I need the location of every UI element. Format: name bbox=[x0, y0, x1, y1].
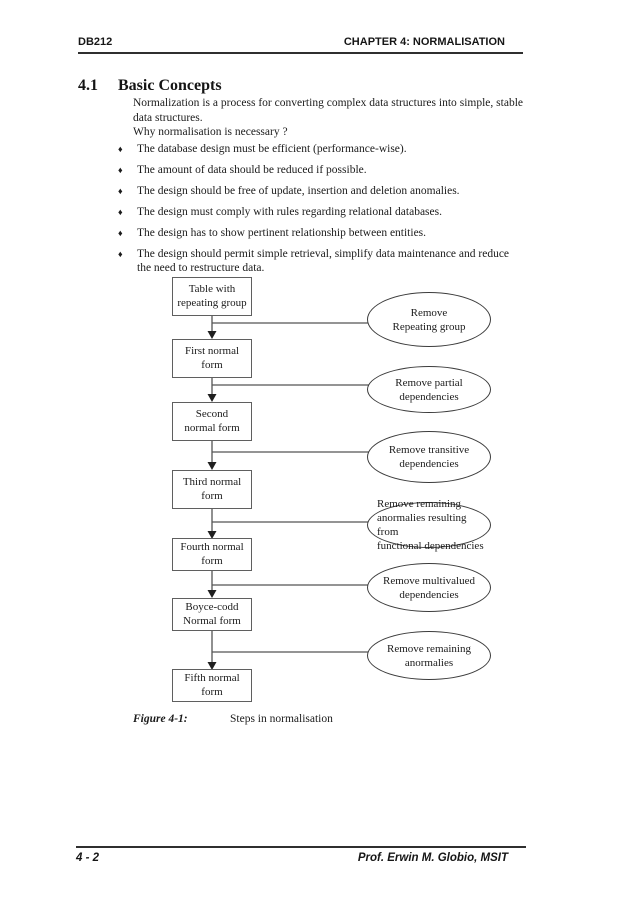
diamond-bullet-icon: ♦ bbox=[118, 185, 123, 196]
bullet-text: The design should be free of update, ins… bbox=[137, 184, 460, 197]
bullet-text: The design should permit simple retrieva… bbox=[137, 247, 510, 275]
bullet-item: ♦ The design should permit simple retrie… bbox=[118, 247, 523, 276]
footer-row: 4 - 2 Prof. Erwin M. Globio, MSIT bbox=[76, 851, 526, 865]
header-row: DB212 CHAPTER 4: NORMALISATION bbox=[78, 36, 523, 49]
diamond-bullet-icon: ♦ bbox=[118, 248, 123, 259]
figure-caption: Figure 4-1: Steps in normalisation bbox=[133, 712, 333, 727]
figure-caption-text: Steps in normalisation bbox=[230, 713, 333, 725]
flowchart-ellipse-remove-remaining-anormalies: Remove remaining anormalies bbox=[367, 631, 491, 680]
flowchart-box-fifth-normal-form: Fifth normal form bbox=[172, 669, 252, 702]
footer-author: Prof. Erwin M. Globio, MSIT bbox=[357, 852, 508, 864]
bullet-item: ♦ The amount of data should be reduced i… bbox=[118, 163, 523, 178]
diamond-bullet-icon: ♦ bbox=[118, 206, 123, 217]
flowchart-ellipse-remove-transitive-dependencies: Remove transitive dependencies bbox=[367, 431, 491, 483]
section-heading: 4.1 Basic Concepts bbox=[78, 76, 222, 95]
page-footer: 4 - 2 Prof. Erwin M. Globio, MSIT bbox=[76, 846, 526, 865]
flowchart-box-table-with-repeating-group: Table with repeating group bbox=[172, 277, 252, 316]
bullet-text: The database design must be efficient (p… bbox=[137, 142, 407, 155]
flowchart-box-fourth-normal-form: Fourth normal form bbox=[172, 538, 252, 571]
bullet-item: ♦ The design must comply with rules rega… bbox=[118, 205, 523, 220]
bullet-item: ♦ The database design must be efficient … bbox=[118, 142, 523, 157]
section-body: Normalization is a process for convertin… bbox=[118, 96, 523, 282]
flowchart-box-boyce-codd-normal-form: Boyce-codd Normal form bbox=[172, 598, 252, 631]
bullet-item: ♦ The design has to show pertinent relat… bbox=[118, 226, 523, 241]
flowchart-ellipse-remove-multivalued-dependencies: Remove multivalued dependencies bbox=[367, 563, 491, 612]
bullet-text: The amount of data should be reduced if … bbox=[137, 163, 367, 176]
why-question: Why normalisation is necessary ? bbox=[133, 126, 288, 138]
section-number: 4.1 bbox=[78, 77, 98, 94]
bullet-list: ♦ The database design must be efficient … bbox=[118, 142, 523, 276]
figure-label: Figure 4-1: bbox=[133, 713, 188, 725]
bullet-item: ♦ The design should be free of update, i… bbox=[118, 184, 523, 199]
header-chapter-title: CHAPTER 4: NORMALISATION bbox=[343, 36, 505, 48]
bullet-text: The design has to show pertinent relatio… bbox=[137, 226, 427, 239]
flowchart-box-first-normal-form: First normal form bbox=[172, 339, 252, 378]
bullet-text: The design must comply with rules regard… bbox=[137, 205, 442, 218]
flowchart-box-second-normal-form: Second normal form bbox=[172, 402, 252, 441]
page-header: DB212 CHAPTER 4: NORMALISATION bbox=[78, 36, 523, 54]
flowchart-ellipse-remove-repeating-group: Remove Repeating group bbox=[367, 292, 491, 347]
footer-page-number: 4 - 2 bbox=[76, 852, 100, 864]
flowchart-box-third-normal-form: Third normal form bbox=[172, 470, 252, 509]
diamond-bullet-icon: ♦ bbox=[118, 143, 123, 154]
diamond-bullet-icon: ♦ bbox=[118, 164, 123, 175]
flowchart-ellipse-remove-remaining-anormalies-functional: Remove remaining anormalies resulting fr… bbox=[367, 498, 491, 552]
header-course-code: DB212 bbox=[78, 36, 113, 48]
intro-paragraph: Normalization is a process for convertin… bbox=[133, 97, 523, 124]
diamond-bullet-icon: ♦ bbox=[118, 227, 123, 238]
section-title: Basic Concepts bbox=[118, 77, 222, 94]
flowchart-ellipse-remove-partial-dependencies: Remove partial dependencies bbox=[367, 366, 491, 413]
